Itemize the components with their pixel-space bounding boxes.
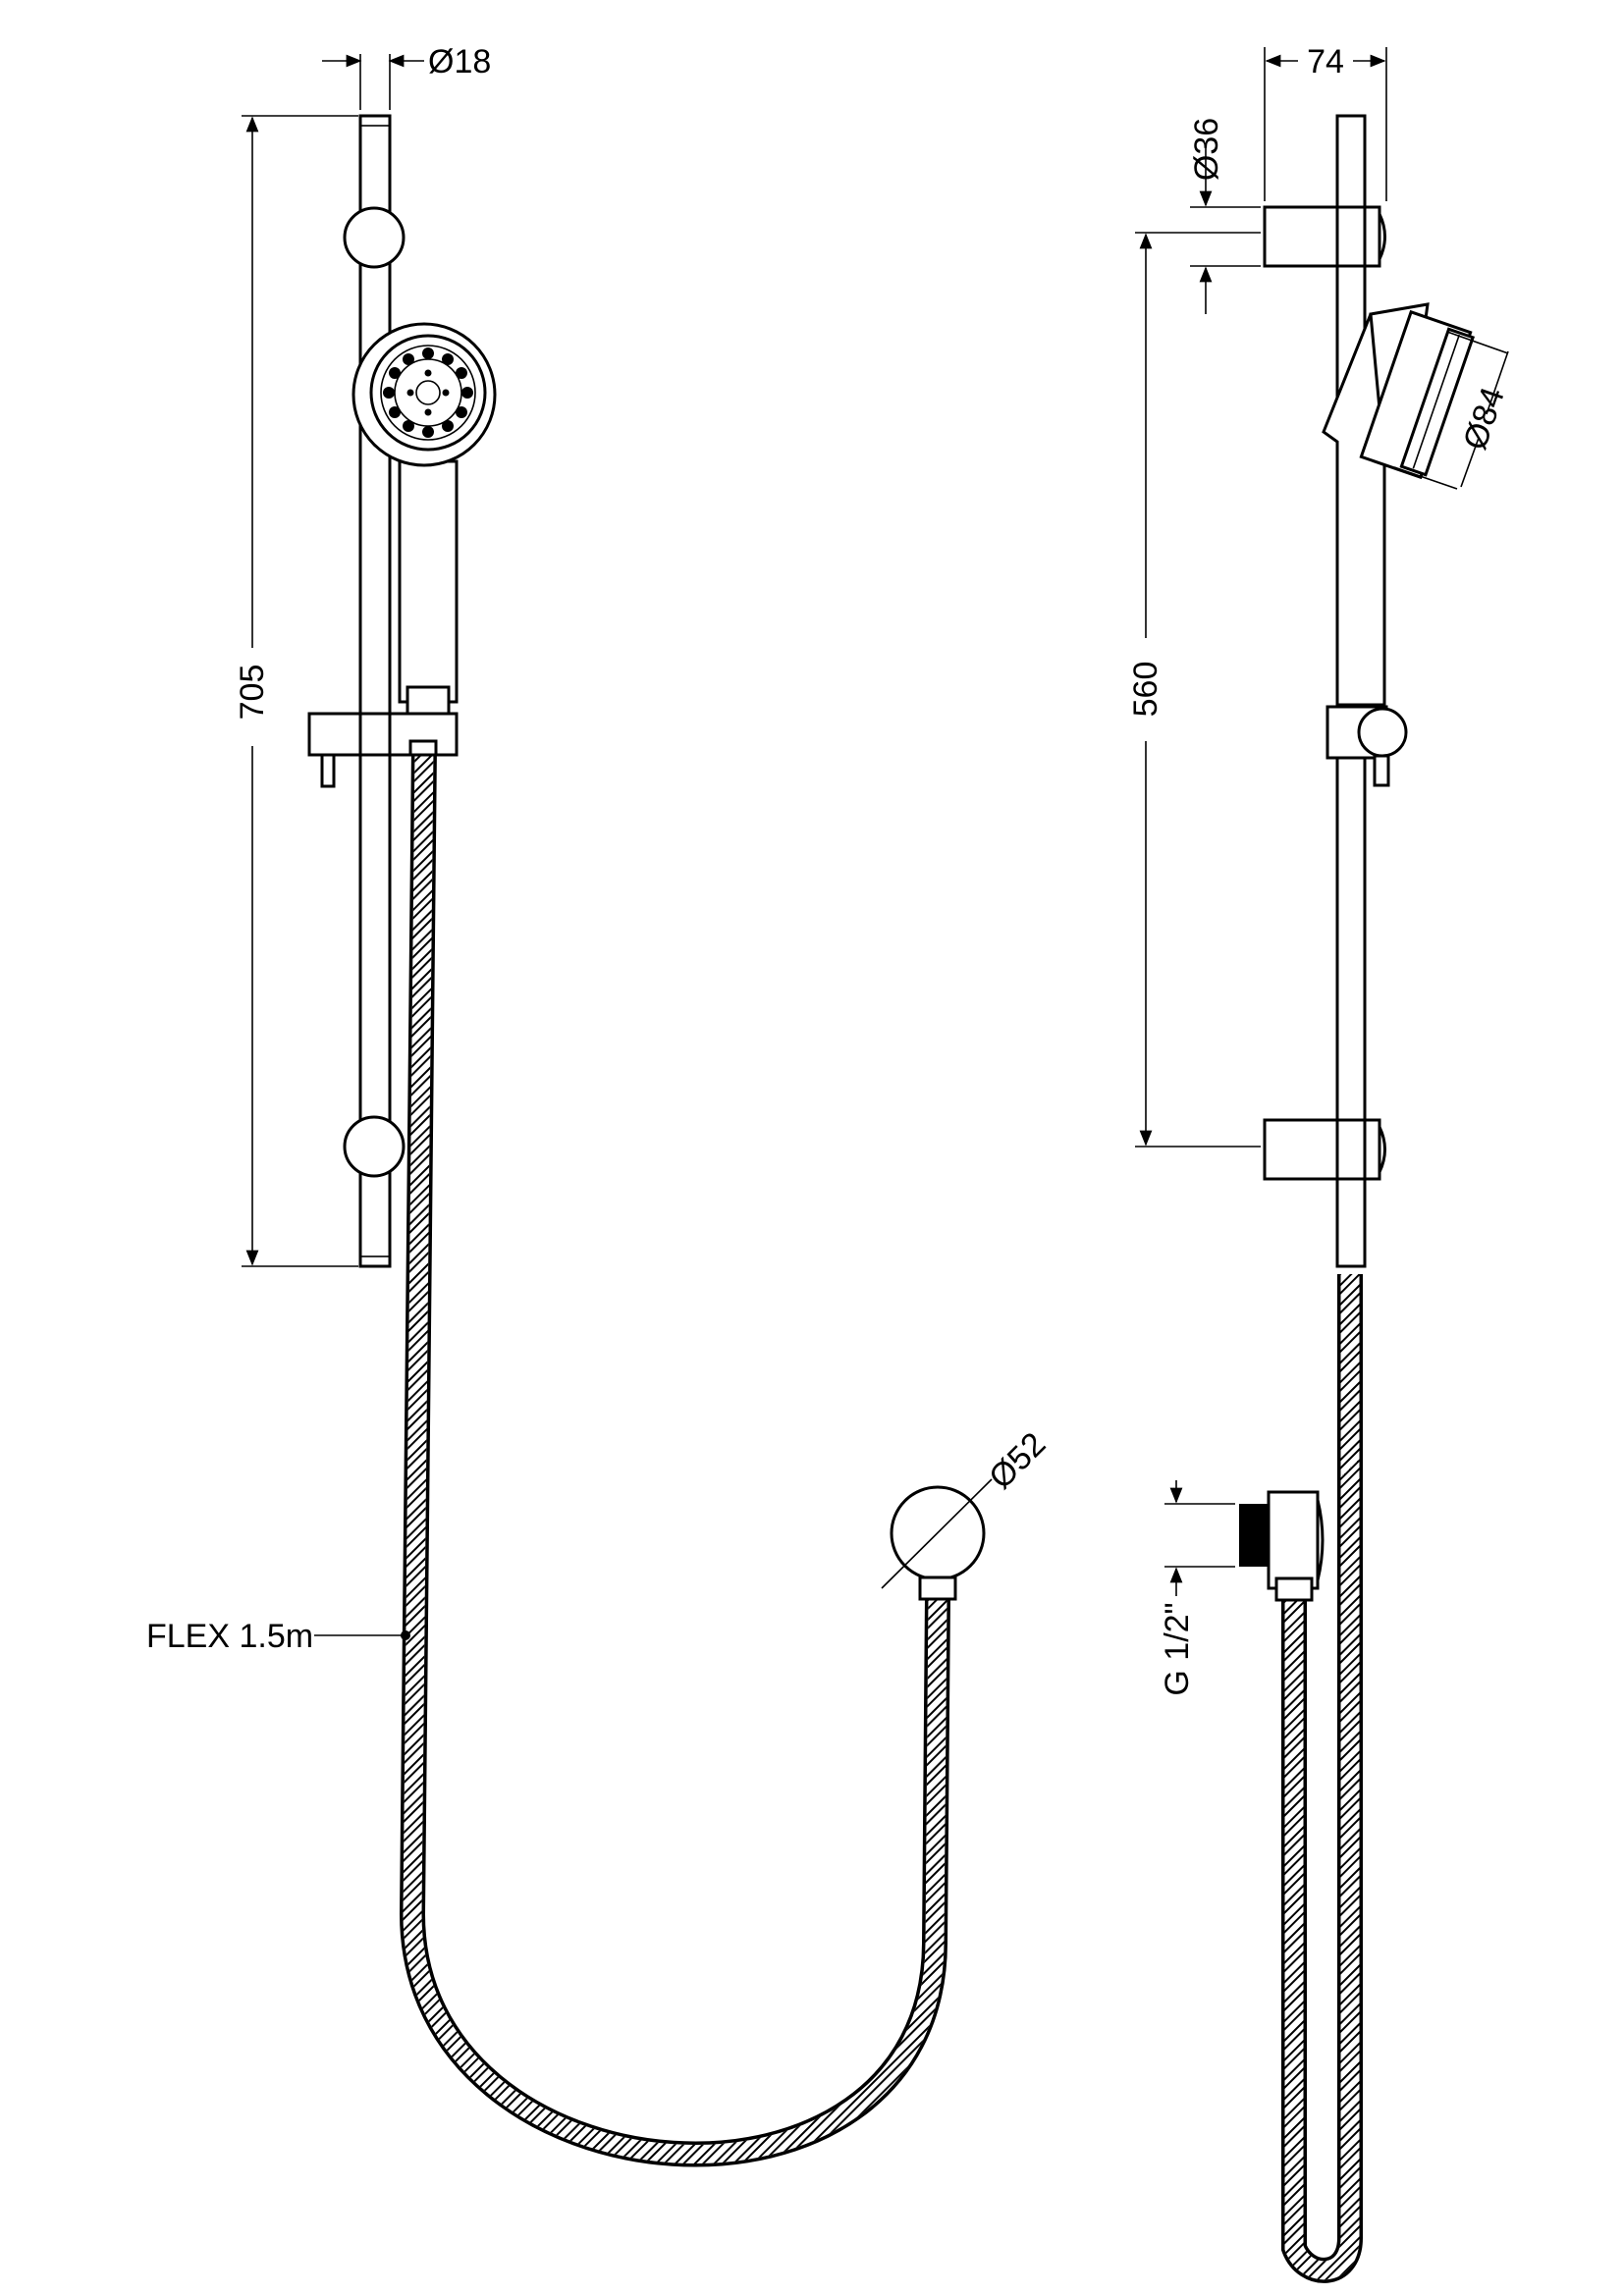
hose-label: FLEX 1.5m xyxy=(146,1618,313,1655)
head-diameter-label: Ø84 xyxy=(1456,383,1512,454)
side-top-bracket xyxy=(1263,205,1386,268)
side-bottom-bracket xyxy=(1263,1118,1386,1181)
rail-end-cap-bottom xyxy=(359,1255,391,1267)
dim-bracket-spacing: 560 xyxy=(1127,232,1261,1148)
outlet-diameter-label: Ø52 xyxy=(982,1425,1053,1496)
side-slider-holder xyxy=(1325,705,1408,787)
side-wall-outlet xyxy=(1239,1490,1325,1602)
bracket-height-label: Ø36 xyxy=(1188,118,1225,181)
bracket-spacing-label: 560 xyxy=(1127,662,1164,718)
rail-end-cap-top xyxy=(359,115,391,127)
holder-knob xyxy=(320,753,336,788)
front-hose xyxy=(399,745,950,2167)
front-bottom-bracket xyxy=(343,1115,406,1178)
rail-diameter-label: Ø18 xyxy=(428,43,491,80)
depth-label: 74 xyxy=(1307,43,1344,80)
dim-thread: G 1/2" xyxy=(1159,1480,1235,1696)
front-handset-handle xyxy=(398,459,459,704)
front-slide-rail xyxy=(358,114,392,1268)
thread-label: G 1/2" xyxy=(1159,1602,1196,1695)
hose-label-callout: FLEX 1.5m xyxy=(146,1618,410,1655)
side-view: 74 Ø36 560 Ø84 xyxy=(1127,43,1512,2283)
front-shower-head xyxy=(352,322,497,467)
front-slider-holder xyxy=(307,712,459,788)
front-top-bracket xyxy=(343,206,406,269)
front-view: Ø18 705 Ø52 FLEX 1.5m xyxy=(146,43,1053,2167)
dim-bracket-height: Ø36 xyxy=(1188,118,1261,314)
side-handset xyxy=(1322,302,1476,707)
dim-rail-length: 705 xyxy=(234,115,358,1267)
side-shower-head xyxy=(1359,309,1476,480)
rail-length-label: 705 xyxy=(234,665,271,721)
front-wall-outlet xyxy=(890,1485,986,1601)
side-hose xyxy=(1281,1274,1363,2283)
thread-connector xyxy=(1239,1504,1269,1567)
dim-rail-diameter: Ø18 xyxy=(322,43,491,110)
dim-depth: 74 xyxy=(1264,43,1387,201)
spray-nozzles xyxy=(383,347,473,438)
